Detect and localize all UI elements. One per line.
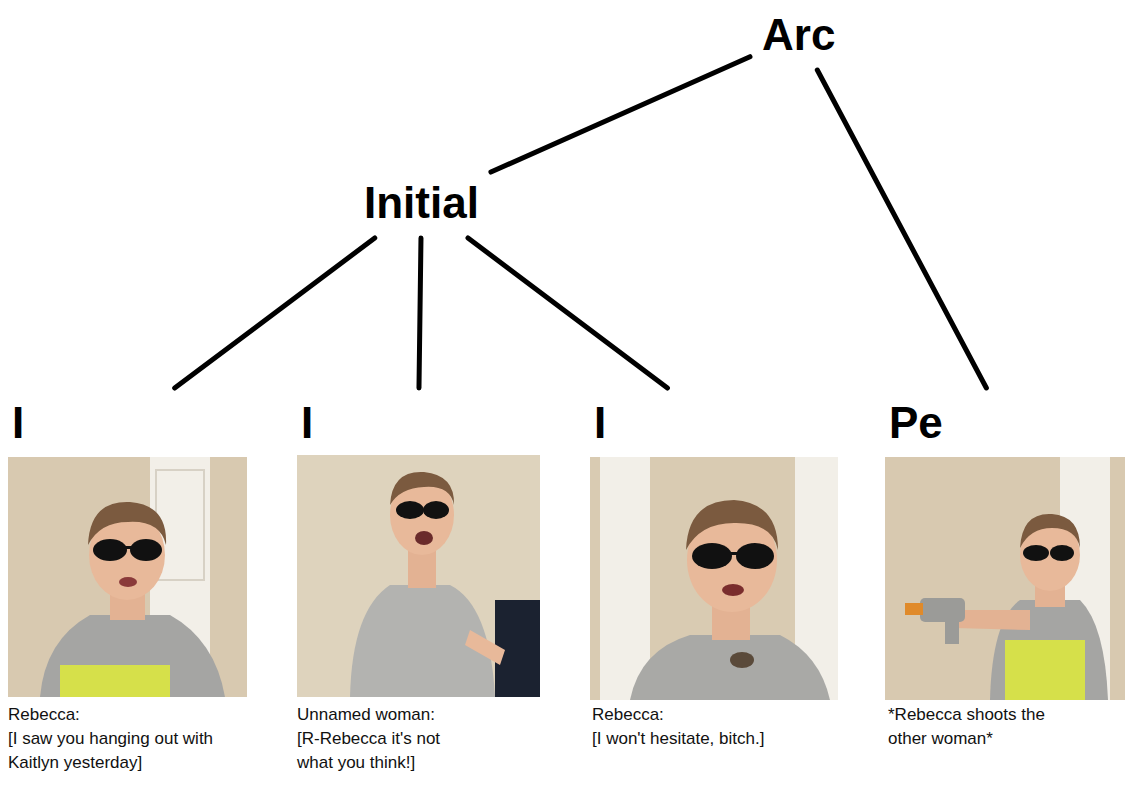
tree-node: Initial: [360, 176, 483, 230]
node-label: Initial: [364, 178, 479, 228]
tree-branch: [817, 70, 986, 388]
tree-branch: [491, 57, 750, 172]
tree-branch: [419, 238, 421, 388]
tree-branch: [468, 238, 667, 388]
photo: [885, 457, 1125, 700]
node-label: I: [301, 398, 536, 448]
photo: [8, 457, 247, 697]
caption-text: [I saw you hanging out with Kaitlyn yest…: [8, 727, 233, 775]
node-label: Pe: [889, 398, 1121, 448]
tree-node: I: [590, 396, 838, 450]
node-label: I: [594, 398, 834, 448]
caption-text: Rebecca:: [592, 703, 862, 727]
tree-node: Arc: [758, 8, 839, 62]
caption-text: [I won't hesitate, bitch.]: [592, 727, 862, 751]
tree-branch: [175, 238, 375, 388]
caption-text: [R-Rebecca it's not what you think!]: [297, 727, 467, 775]
caption-text: Rebecca:: [8, 703, 243, 727]
node-label: I: [12, 398, 244, 448]
tree-node: Pe: [885, 396, 1125, 450]
tree-node: I: [297, 396, 540, 450]
tree-node: I: [8, 396, 248, 450]
photo: [590, 457, 838, 700]
node-label: Arc: [762, 10, 835, 60]
caption-text: Unnamed woman:: [297, 703, 477, 727]
photo: [297, 455, 540, 697]
caption-text: *Rebecca shoots the other woman*: [888, 703, 1068, 751]
